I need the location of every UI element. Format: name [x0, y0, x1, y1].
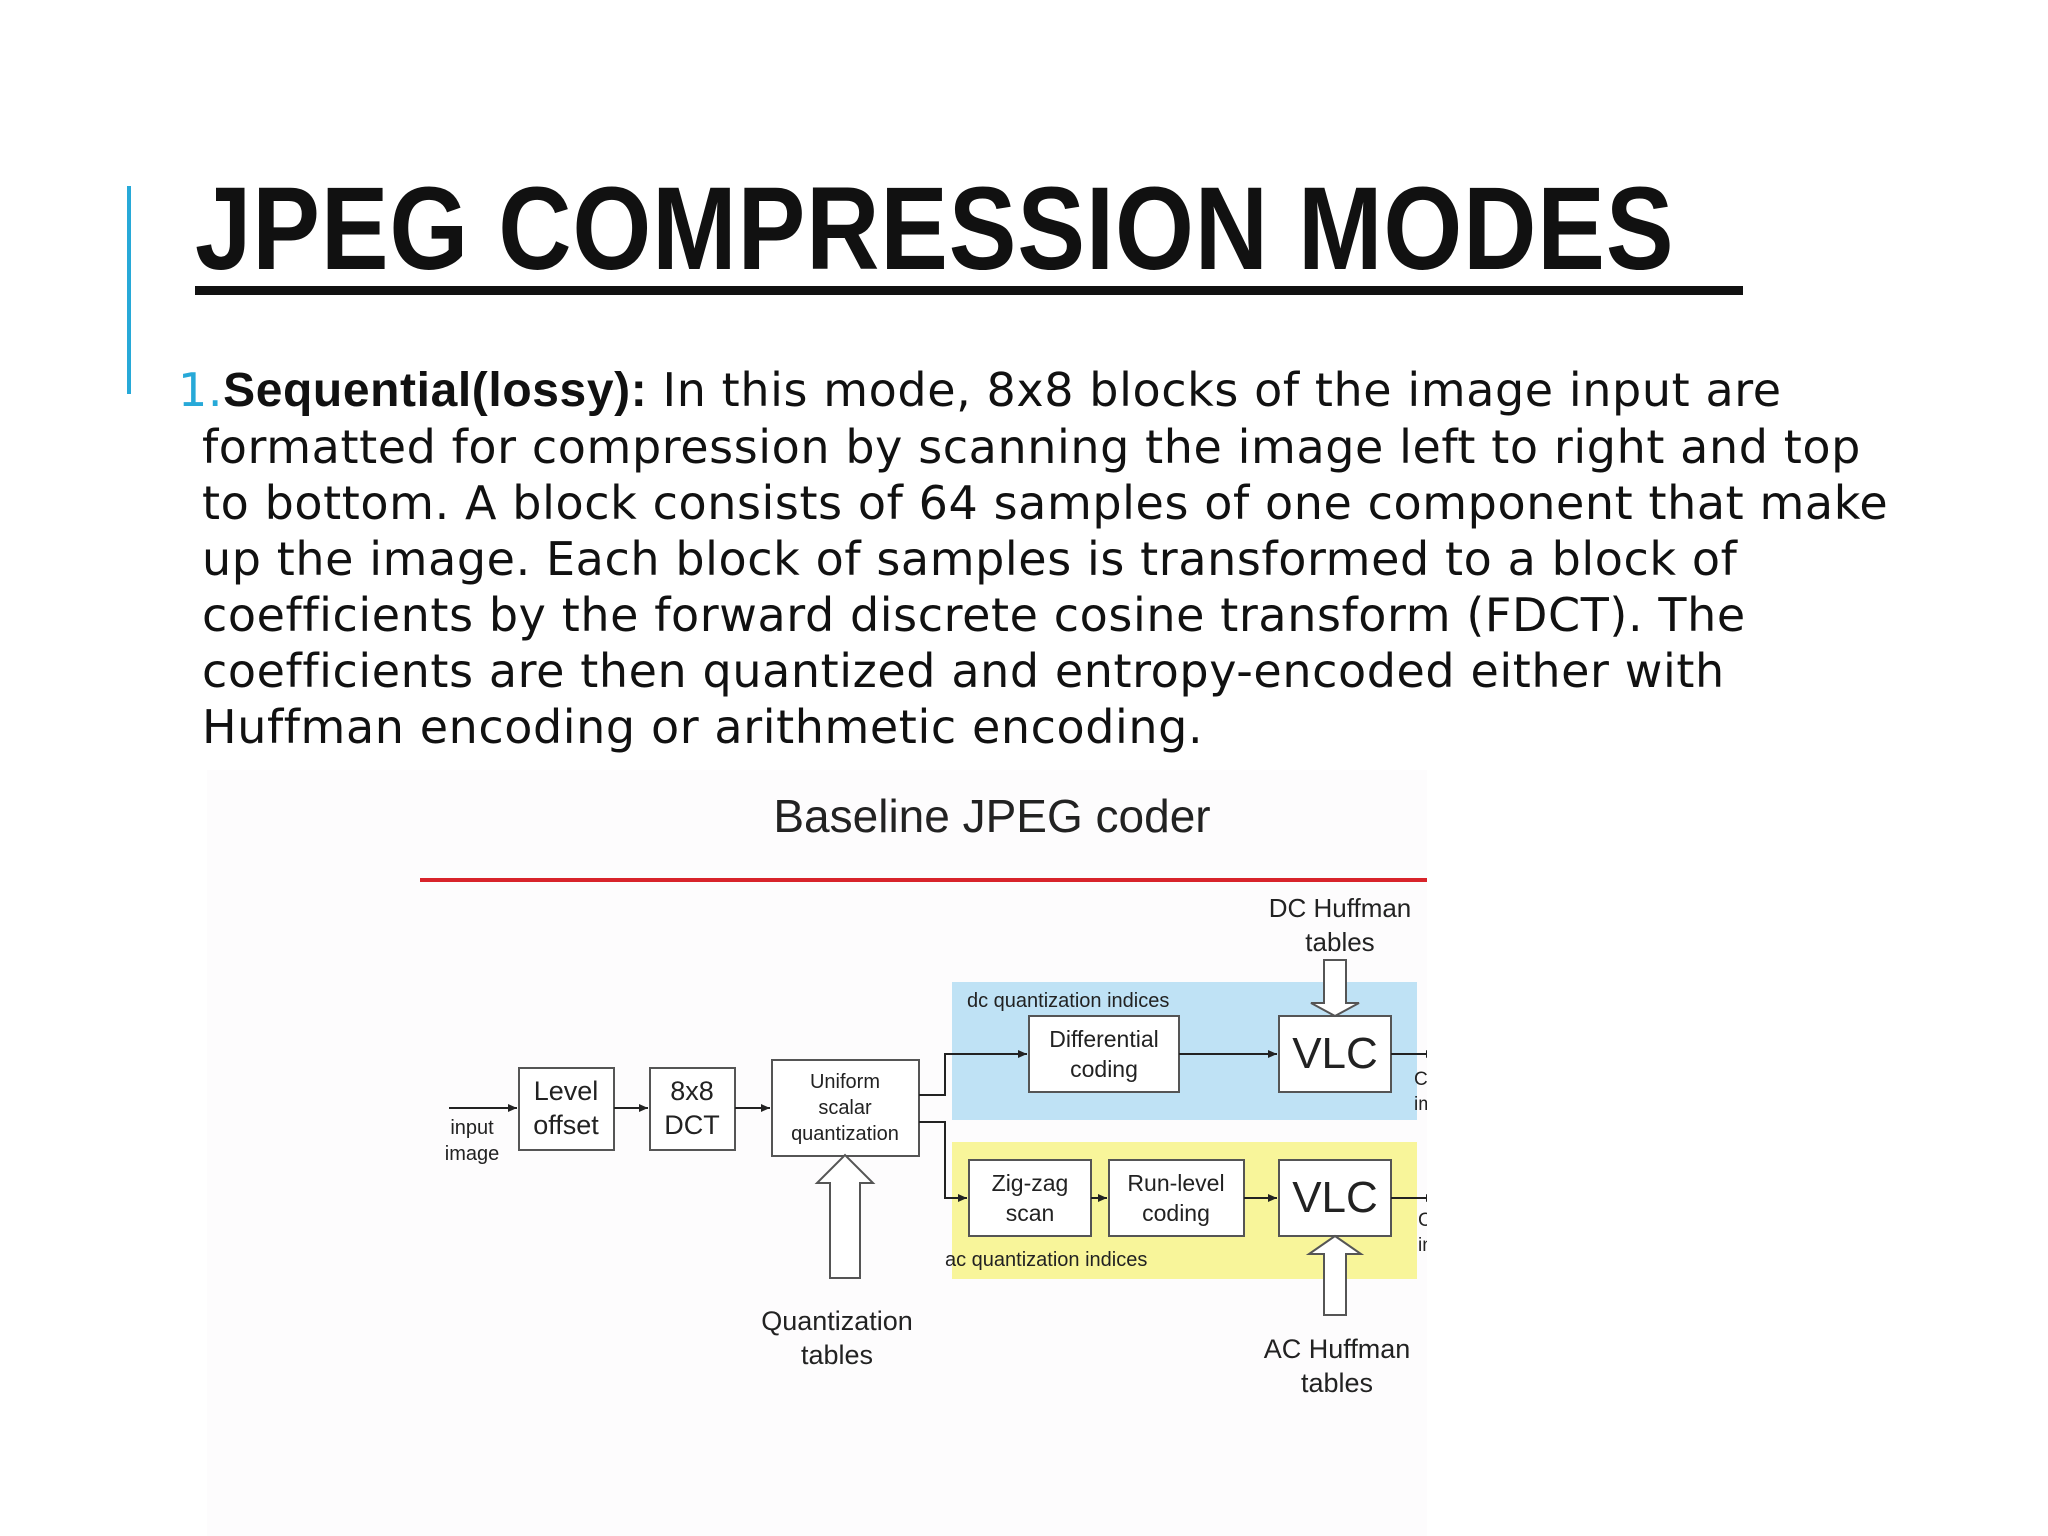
- body-line: up the image. Each block of samples is t…: [202, 532, 1738, 586]
- ac-vlc-label: VLC: [1292, 1173, 1378, 1222]
- dct-label-1: 8x8: [670, 1076, 714, 1106]
- dc-region-label: dc quantization indices: [967, 990, 1169, 1012]
- list-number: 1.: [178, 363, 224, 417]
- ac-tables-arrow: [1305, 1234, 1365, 1316]
- dc-vlc-label: VLC: [1292, 1029, 1378, 1078]
- ac-tables-label-2: tables: [1301, 1368, 1373, 1398]
- dc-tables-label-1: DC Huffman: [1269, 893, 1412, 923]
- quantizer-label-1: Uniform: [810, 1071, 880, 1093]
- runlevel-label-2: coding: [1142, 1200, 1210, 1226]
- dc-tables-label-2: tables: [1305, 927, 1374, 957]
- quant-tables-arrow: [814, 1153, 876, 1279]
- baseline-jpeg-diagram: Baseline JPEG coder dc quantization indi…: [207, 770, 1427, 1536]
- ac-output-label-2: image data: [1418, 1235, 1427, 1256]
- dc-output-label-2: image data: [1414, 1094, 1427, 1115]
- input-label-2: image: [445, 1143, 499, 1165]
- runlevel-coding-block: [1108, 1159, 1245, 1237]
- mode-term: Sequential(lossy):: [223, 364, 648, 417]
- differential-coding-block: [1028, 1015, 1180, 1093]
- quant-tables-label-1: Quantization: [761, 1306, 913, 1336]
- runlevel-label-1: Run-level: [1127, 1170, 1224, 1196]
- dc-output-label-1: Compressed: [1414, 1069, 1427, 1090]
- level-offset-label-2: offset: [533, 1110, 599, 1140]
- body-line: coefficients by the forward discrete cos…: [202, 588, 1746, 642]
- level-offset-label-1: Level: [534, 1076, 599, 1106]
- differential-label-2: coding: [1070, 1056, 1138, 1082]
- dct-label-2: DCT: [664, 1110, 720, 1140]
- arrow-quant-dc: [919, 1050, 1027, 1096]
- diagram-canvas: Baseline JPEG coder dc quantization indi…: [207, 770, 1427, 1536]
- zigzag-scan-block: [968, 1159, 1092, 1237]
- body-line: coefficients are then quantized and entr…: [202, 644, 1725, 698]
- accent-bar: [127, 186, 131, 394]
- body-line: to bottom. A block consists of 64 sample…: [202, 476, 1889, 530]
- ac-vlc-block: [1278, 1159, 1392, 1237]
- body-line: In this mode, 8x8 blocks of the image in…: [647, 363, 1782, 417]
- ac-region-label: ac quantization indices: [945, 1249, 1147, 1271]
- level-offset-block: [518, 1067, 615, 1151]
- dct-block: [649, 1067, 736, 1151]
- zigzag-label-2: scan: [1006, 1200, 1055, 1226]
- differential-label-1: Differential: [1049, 1026, 1159, 1052]
- slide-title: JPEG COMPRESSION MODES: [195, 163, 1675, 295]
- dc-tables-arrow: [1310, 959, 1360, 1018]
- dc-vlc-block: [1278, 1015, 1392, 1093]
- ac-output-label-1: Compressed: [1418, 1210, 1427, 1231]
- body-line: formatted for compression by scanning th…: [202, 420, 1861, 474]
- quantizer-block: [771, 1059, 920, 1157]
- zigzag-label-1: Zig-zag: [992, 1170, 1069, 1196]
- quant-tables-label-2: tables: [801, 1340, 873, 1370]
- ac-tables-label-1: AC Huffman: [1264, 1334, 1411, 1364]
- arrow-quant-ac: [919, 1121, 967, 1202]
- quantizer-label-2: scalar: [818, 1097, 872, 1119]
- body-line: Huffman encoding or arithmetic encoding.: [202, 700, 1204, 754]
- quantizer-label-3: quantization: [791, 1123, 899, 1145]
- title-underline: [195, 286, 1743, 295]
- diagram-title: Baseline JPEG coder: [773, 790, 1210, 842]
- body-line-first: 1.Sequential(lossy): In this mode, 8x8 b…: [178, 362, 2038, 419]
- input-label-1: input: [450, 1117, 494, 1139]
- body-paragraph: 1.Sequential(lossy): In this mode, 8x8 b…: [178, 362, 2038, 755]
